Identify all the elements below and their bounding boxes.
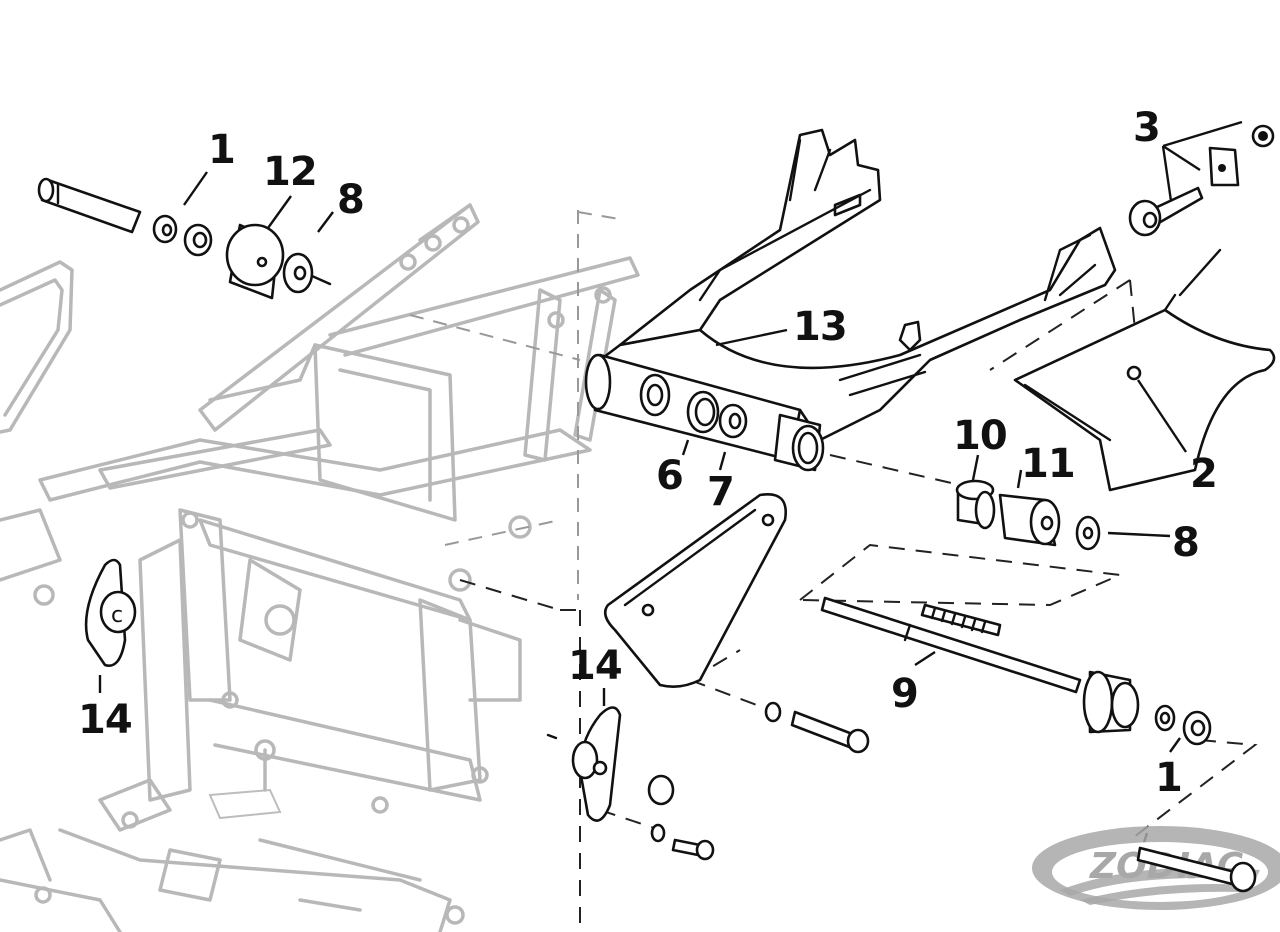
part-cap-and-screw — [647, 774, 715, 861]
part-seal-7 — [718, 403, 748, 439]
callout-7: 7 — [707, 469, 735, 515]
svg-text:c: c — [111, 603, 123, 628]
callout-6: 6 — [656, 453, 684, 499]
zodiac-watermark-logo: ZODIAC — [1032, 826, 1280, 910]
callout-13: 13 — [793, 304, 848, 350]
callout-2: 2 — [1190, 451, 1218, 497]
callout-12: 12 — [263, 149, 318, 195]
callout-8-top: 8 — [337, 177, 365, 223]
part-through-axle-9 — [820, 596, 1082, 694]
motorcycle-frame — [0, 203, 640, 932]
callout-3: 3 — [1133, 105, 1161, 151]
part-bearing-6 — [686, 390, 720, 434]
part-nut-1-lower — [1154, 704, 1212, 746]
part-chain-guard-2 — [1013, 248, 1276, 492]
callout-14-left: 14 — [78, 697, 133, 743]
part-mount-hardware-3 — [1128, 124, 1275, 237]
part-mount-14-center — [546, 706, 622, 822]
part-bushing-lower — [1082, 670, 1140, 734]
part-washer-8-right — [1075, 515, 1101, 551]
callout-leaders — [98, 120, 1243, 847]
callout-1-top: 1 — [208, 127, 236, 173]
callout-8-right: 8 — [1172, 520, 1200, 566]
callout-14-center: 14 — [568, 643, 623, 689]
callout-10: 10 — [953, 413, 1008, 459]
part-swingarm-13 — [584, 128, 1117, 472]
part-mount-14-left: c — [84, 558, 137, 667]
part-sleeve-10 — [955, 479, 996, 530]
part-washer-8-top — [282, 252, 332, 294]
part-bushing-11 — [998, 493, 1061, 547]
callout-11: 11 — [1021, 441, 1076, 487]
callout-1-lower: 1 — [1155, 755, 1183, 801]
part-guard-plate — [603, 492, 788, 688]
callout-9: 9 — [891, 671, 919, 717]
part-axle-bolt-top — [37, 177, 213, 257]
part-bushing-12 — [225, 223, 285, 300]
assembly-guide-lines — [459, 279, 1258, 932]
part-small-bolt — [764, 701, 870, 754]
